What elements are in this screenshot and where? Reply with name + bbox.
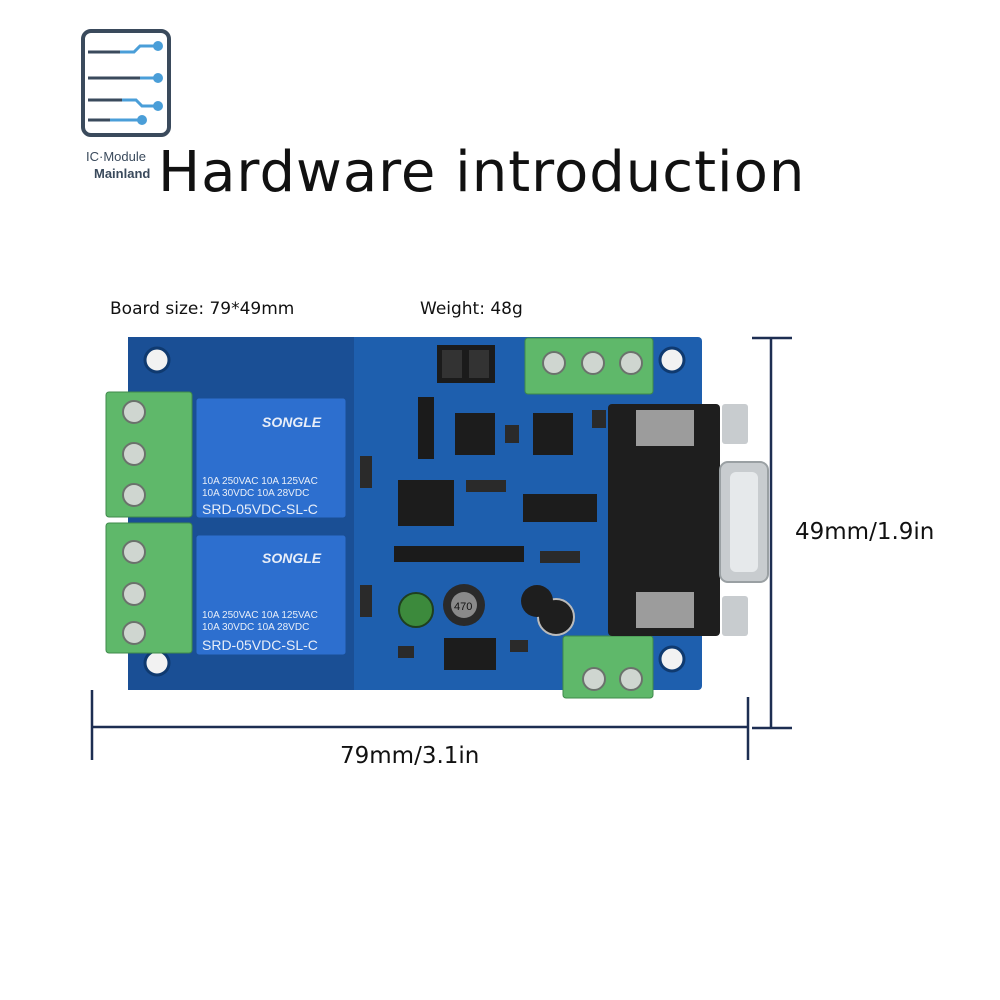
inductor-mark: 470 <box>454 601 472 613</box>
height-dimension-line <box>752 336 792 730</box>
relay-2-rating-1: 10A 250VAC 10A 125VAC <box>202 610 318 621</box>
inductor <box>443 584 485 626</box>
power-terminal-block <box>524 337 654 395</box>
pin-header <box>394 397 524 562</box>
smd-components <box>360 410 606 658</box>
brand-name-line-2: Mainland <box>94 166 151 181</box>
relay-1-rating-2: 10A 30VDC 10A 28VDC <box>202 488 309 499</box>
jumper-header <box>437 345 495 383</box>
capacitors <box>398 585 575 636</box>
relay-1 <box>195 397 347 519</box>
relay-2-brand: SONGLE <box>262 550 322 566</box>
brand-name-line-1: IC·Module <box>86 149 146 164</box>
relay-1-model: SRD-05VDC-SL-C <box>202 501 318 517</box>
brand-logo <box>81 29 171 137</box>
relay-1-rating-1: 10A 250VAC 10A 125VAC <box>202 476 318 487</box>
width-dimension-line <box>90 690 750 760</box>
board-size-label: Board size: 79*49mm <box>110 299 295 319</box>
relay-2 <box>195 534 347 656</box>
width-dimension-label: 79mm/3.1in <box>340 743 480 769</box>
relay-2-rating-2: 10A 30VDC 10A 28VDC <box>202 622 309 633</box>
rs232-terminal-block <box>562 635 654 699</box>
page-title: Hardware introduction <box>158 140 806 205</box>
height-dimension-label: 49mm/1.9in <box>795 519 935 545</box>
ic-chips <box>398 413 597 670</box>
relay-terminal-blocks <box>105 391 193 654</box>
db9-connector <box>608 404 769 636</box>
weight-label: Weight: 48g <box>420 299 523 319</box>
mounting-holes <box>143 346 686 677</box>
relay-1-brand: SONGLE <box>262 414 322 430</box>
relay-2-model: SRD-05VDC-SL-C <box>202 637 318 653</box>
